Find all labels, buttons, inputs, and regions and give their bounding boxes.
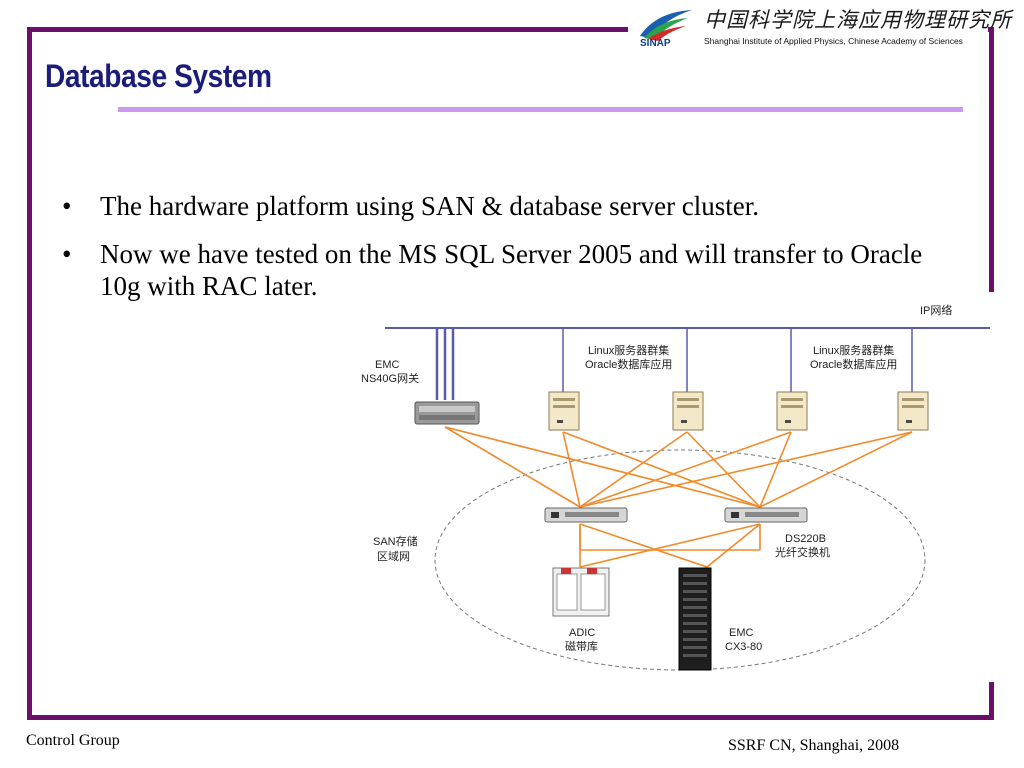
footer-group-name: Control Group bbox=[26, 732, 120, 749]
storage-array-device bbox=[678, 567, 712, 671]
bullet-item: • Now we have tested on the MS SQL Server… bbox=[62, 238, 962, 302]
bullet-list: • The hardware platform using SAN & datab… bbox=[62, 190, 962, 318]
bullet-item: • The hardware platform using SAN & datab… bbox=[62, 190, 962, 222]
fiber-switch-device bbox=[724, 507, 808, 523]
cluster-left-label-line2: Oracle数据库应用 bbox=[585, 357, 672, 371]
switch-label-line2: 光纤交换机 bbox=[775, 545, 830, 559]
storage-label-line1: EMC bbox=[729, 627, 754, 639]
san-label-line2: 区域网 bbox=[377, 550, 410, 563]
server-device bbox=[672, 391, 704, 431]
bullet-text: Now we have tested on the MS SQL Server … bbox=[100, 239, 923, 301]
network-diagram: IP网络 EMC NS40G网关 bbox=[361, 292, 995, 682]
institute-logo: SINAP 中国科学院上海应用物理研究所 Shanghai Institute … bbox=[630, 4, 1011, 52]
server-device bbox=[776, 391, 808, 431]
fiber-links bbox=[444, 426, 913, 568]
nas-gateway-device bbox=[414, 401, 480, 425]
tape-label-line2: 磁带库 bbox=[565, 640, 598, 653]
nas-uplinks bbox=[435, 328, 455, 400]
switch-label-line1: DS220B bbox=[785, 533, 826, 545]
sinap-emblem-icon bbox=[640, 10, 692, 41]
bullet-text: The hardware platform using SAN & databa… bbox=[100, 191, 760, 221]
cluster-right-label-line1: Linux服务器群集 bbox=[813, 343, 894, 357]
storage-label-line2: CX3-80 bbox=[725, 641, 762, 653]
bullet-dot: • bbox=[62, 239, 72, 269]
cluster-left-label-line1: Linux服务器群集 bbox=[588, 343, 669, 357]
tape-library-device bbox=[552, 567, 610, 617]
logo-abbreviation: SINAP bbox=[640, 38, 671, 49]
tape-label-line1: ADIC bbox=[569, 627, 595, 639]
logo-background bbox=[628, 0, 988, 55]
nas-label-line2: NS40G网关 bbox=[361, 371, 419, 385]
bullet-dot: • bbox=[62, 191, 72, 221]
title-underline bbox=[118, 107, 963, 112]
san-label-line1: SAN存储 bbox=[373, 534, 418, 548]
server-device bbox=[897, 391, 929, 431]
logo-english-name: Shanghai Institute of Applied Physics, C… bbox=[704, 36, 963, 46]
ip-network-label: IP网络 bbox=[920, 303, 952, 317]
fiber-switch-device bbox=[544, 507, 628, 523]
cluster-right-label-line2: Oracle数据库应用 bbox=[810, 357, 897, 371]
logo-chinese-name: 中国科学院上海应用物理研究所 bbox=[704, 8, 1012, 32]
server-device bbox=[548, 391, 580, 431]
nas-label-line1: EMC bbox=[375, 359, 400, 371]
footer-event: SSRF CN, Shanghai, 2008 bbox=[728, 737, 900, 754]
server-uplinks bbox=[562, 328, 913, 392]
slide-title: Database System bbox=[45, 58, 272, 94]
